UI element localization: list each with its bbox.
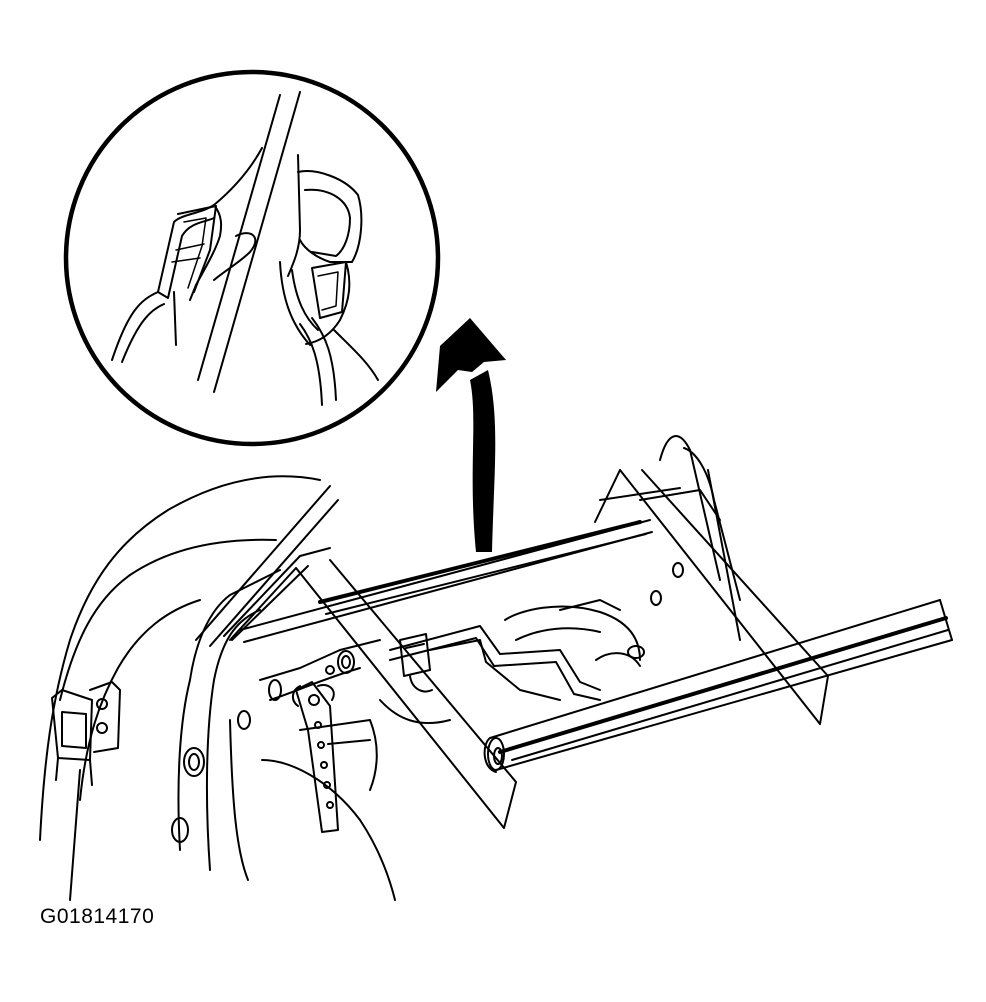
- detail-outer-seal: [111, 147, 263, 363]
- door-hinge: [51, 681, 121, 786]
- pointer-arrow: [436, 318, 506, 552]
- door-assembly: [39, 435, 953, 901]
- latch-rod: [292, 681, 339, 833]
- arrow-body: [470, 370, 496, 552]
- weatherstrip-channel: [483, 599, 953, 773]
- figure-reference-code: G01814170: [40, 905, 155, 928]
- regulator-rods: [379, 599, 641, 724]
- callout-triangle-left: [295, 559, 517, 829]
- detail-circle: [63, 69, 441, 447]
- arrow-head: [436, 318, 506, 392]
- detail-glass-line-2: [197, 94, 281, 381]
- detail-glass-line: [213, 91, 301, 393]
- detail-inset: [63, 69, 441, 447]
- detail-inner-seal: [279, 154, 379, 406]
- callout-triangle-right: [619, 469, 829, 725]
